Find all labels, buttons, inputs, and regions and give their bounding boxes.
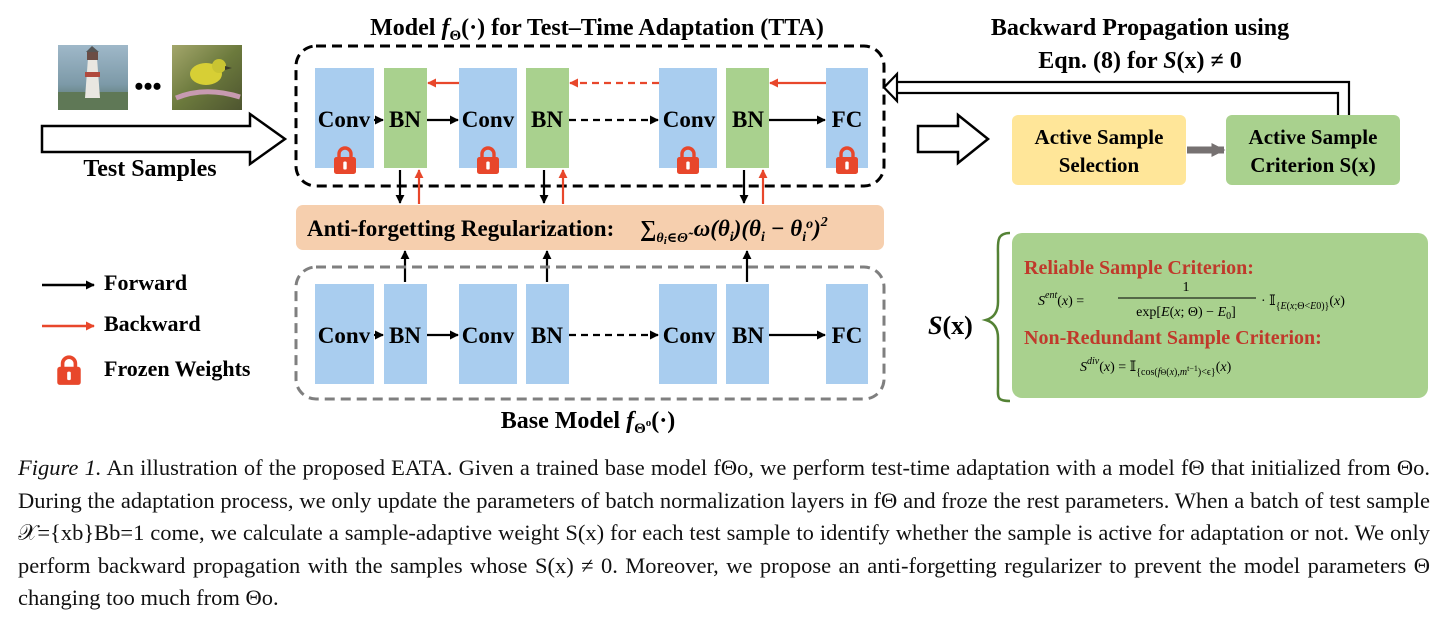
arrow-gap	[899, 84, 903, 91]
layer-label: BN	[389, 323, 421, 348]
test-samples-label: Test Samples	[83, 156, 216, 182]
base-layers	[315, 284, 868, 384]
layer-label: BN	[531, 323, 563, 348]
fc-block	[826, 284, 868, 384]
base-model-frame	[294, 265, 886, 401]
brace	[981, 231, 1011, 403]
legend: Forward Backward Frozen Weights	[42, 270, 251, 386]
active-selection-label-2: Selection	[1059, 153, 1140, 177]
caption-label: Figure 1.	[18, 455, 102, 480]
reliable-criterion-title: Reliable Sample Criterion:	[1024, 257, 1254, 279]
bird-image	[172, 45, 242, 110]
criteria-box	[1012, 233, 1428, 398]
layer-label: BN	[531, 107, 563, 132]
caption-body: An illustration of the proposed EATA. Gi…	[18, 455, 1430, 610]
bn-block	[726, 284, 769, 384]
backward-propagation-subtitle: Eqn. (8) for S(x) ≠ 0	[1038, 48, 1241, 74]
active-sample-selection-box	[1012, 115, 1186, 185]
legend-backward: Backward	[104, 311, 201, 336]
conv-block	[315, 68, 374, 168]
conv-block	[659, 68, 717, 168]
active-criterion-label-1: Active Sample	[1249, 125, 1378, 149]
bn-block	[526, 68, 569, 168]
layer-label: Conv	[318, 323, 371, 348]
layer-label: BN	[732, 107, 764, 132]
active-sample-criterion-box	[1226, 115, 1400, 185]
layer-label: Conv	[318, 107, 371, 132]
layer-label: Conv	[462, 323, 515, 348]
figure-caption: Figure 1. An illustration of the propose…	[18, 452, 1430, 615]
tta-model-title: Model fΘ(·) for Test–Time Adaptation (TT…	[370, 15, 824, 44]
lighthouse-image	[58, 45, 128, 110]
bn-block	[526, 284, 569, 384]
active-selection-label-1: Active Sample	[1035, 125, 1164, 149]
conv-block	[459, 68, 517, 168]
diagram-canvas: Model fΘ(·) for Test–Time Adaptation (TT…	[40, 15, 1428, 437]
sx-label: S(x)	[928, 311, 973, 340]
backward-feedback-head	[882, 71, 899, 104]
bn-block	[726, 68, 769, 168]
active-criterion-label-2: Criterion S(x)	[1250, 153, 1375, 177]
svg-text:exp[E(x; Θ) − E0]: exp[E(x; Θ) − E0]	[1136, 305, 1236, 322]
test-samples-arrow	[40, 111, 288, 167]
legend-frozen: Frozen Weights	[104, 356, 251, 381]
bn-block	[384, 284, 427, 384]
tta-model-frame	[294, 44, 886, 188]
layer-label: Conv	[663, 323, 716, 348]
layer-label: FC	[832, 323, 863, 348]
fc-block	[826, 68, 868, 168]
lock-icon	[56, 355, 82, 386]
samples-ellipsis: •••	[134, 72, 161, 101]
conv-block	[659, 284, 717, 384]
caption-text: Figure 1. An illustration of the propose…	[18, 452, 1430, 615]
layer-label: FC	[832, 107, 863, 132]
tta-layers	[315, 68, 868, 168]
regularization-label: Anti-forgetting Regularization:	[307, 216, 614, 241]
conv-block	[315, 284, 374, 384]
layer-label: BN	[389, 107, 421, 132]
backward-propagation-title: Backward Propagation using	[991, 15, 1289, 41]
layer-label: BN	[732, 323, 764, 348]
svg-text:1: 1	[1183, 280, 1190, 295]
regularization-bar	[296, 205, 884, 250]
bn-block	[384, 68, 427, 168]
base-model-title: Base Model fΘo(·)	[501, 408, 676, 437]
legend-forward: Forward	[104, 270, 187, 295]
backward-feedback-arrow	[897, 80, 1351, 115]
layer-label: Conv	[462, 107, 515, 132]
layer-label: Conv	[663, 107, 716, 132]
conv-block	[459, 284, 517, 384]
nonredundant-criterion-title: Non-Redundant Sample Criterion:	[1024, 327, 1322, 349]
to-selection-arrow	[916, 112, 991, 166]
